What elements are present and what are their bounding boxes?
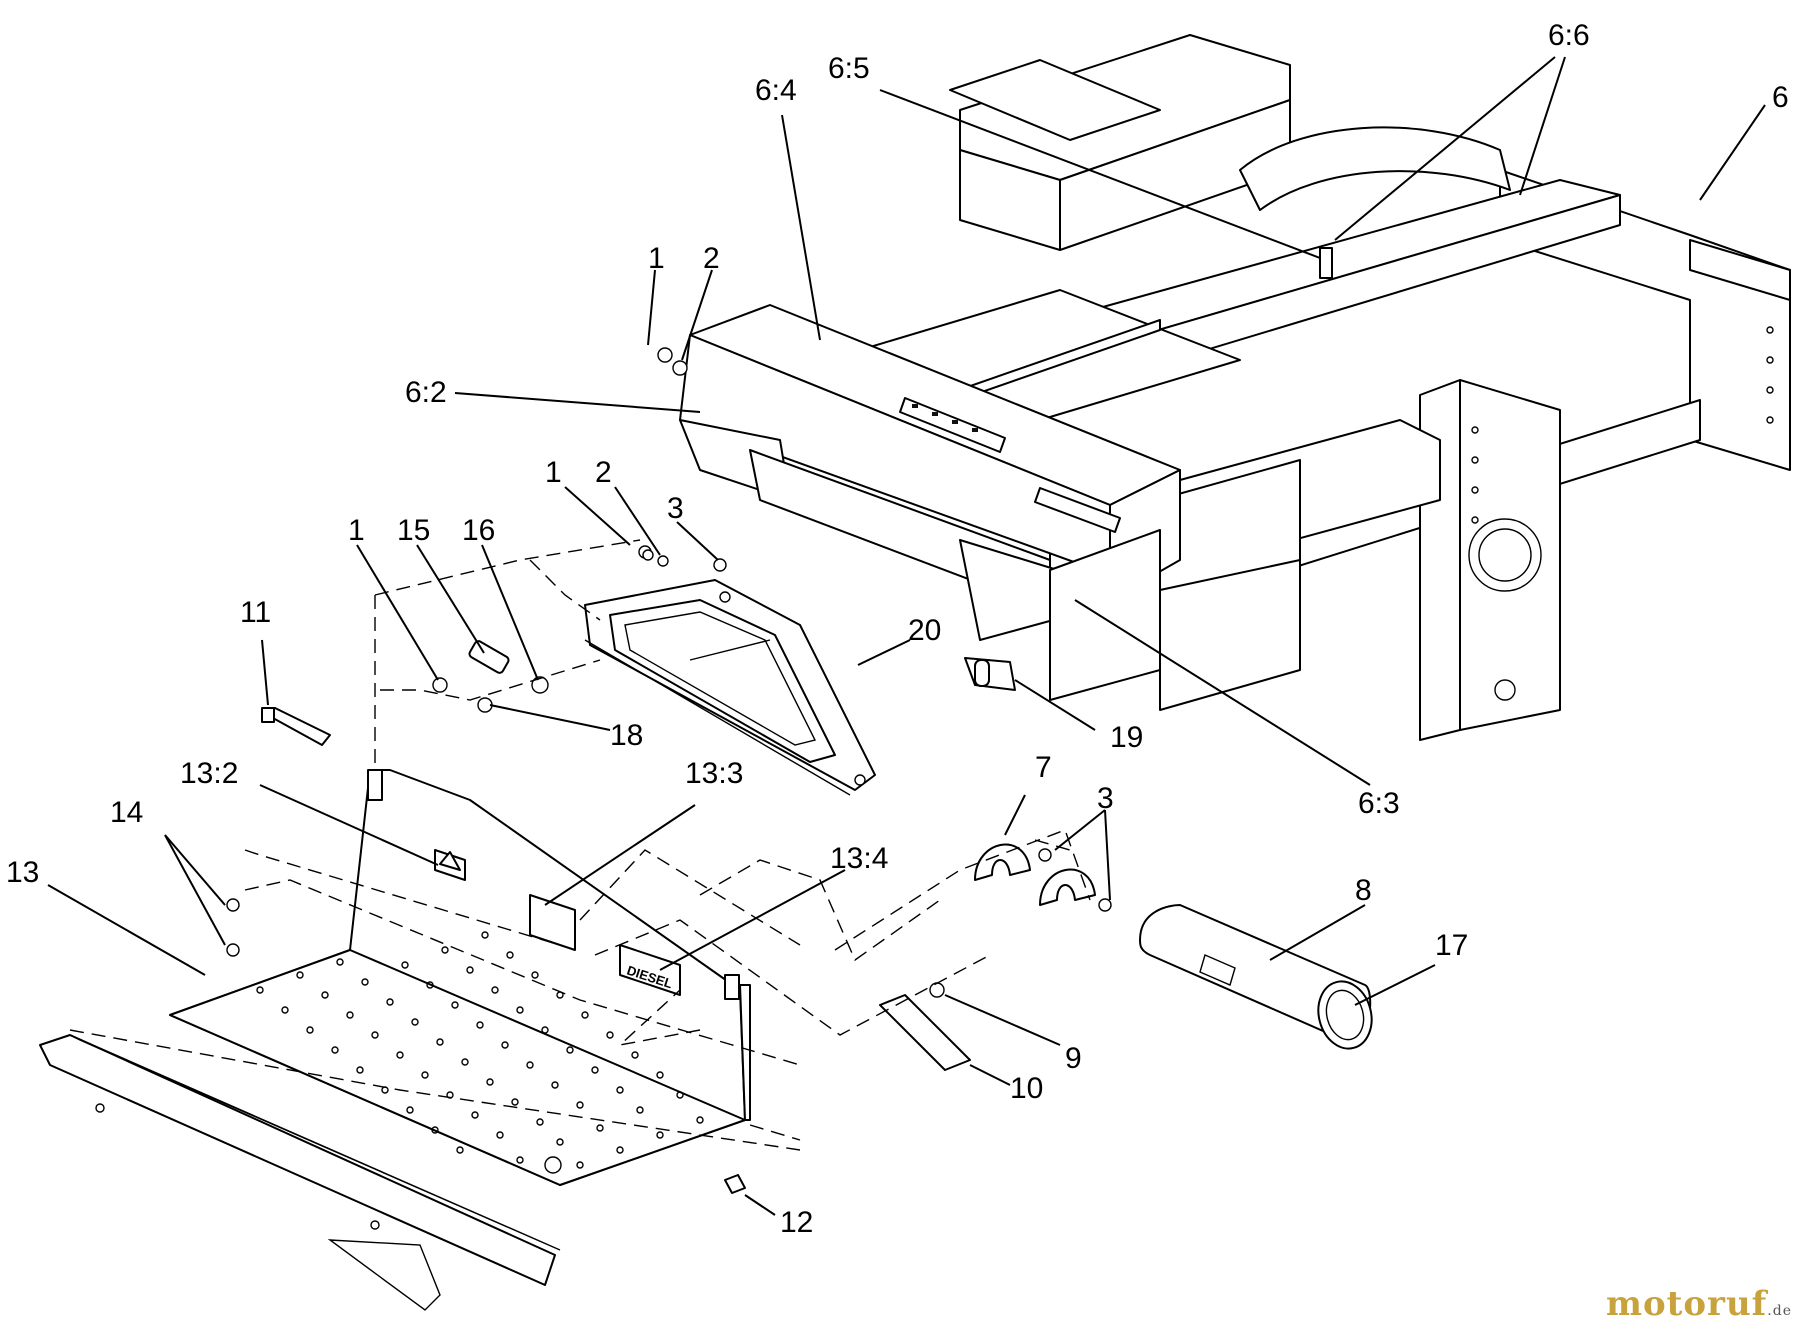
callout-17: 17 — [1435, 929, 1468, 962]
lower-rail — [39, 1034, 561, 1311]
callout-7: 7 — [1035, 751, 1052, 784]
callout-labels: 6:6 6:5 6:4 6 1 2 6:2 1 2 3 1 15 16 11 2… — [6, 19, 1789, 1239]
callout-2a: 2 — [703, 242, 720, 275]
callout-6-6: 6:6 — [1548, 19, 1590, 52]
callout-18: 18 — [610, 719, 643, 752]
callout-3b: 3 — [1097, 782, 1114, 815]
callout-13: 13 — [6, 856, 39, 889]
callout-16: 16 — [462, 514, 495, 547]
callout-9: 9 — [1065, 1042, 1082, 1075]
callout-3a: 3 — [667, 492, 684, 525]
deck-plate: DIESEL — [169, 769, 751, 1186]
hinge-parts — [432, 347, 727, 713]
deck-decals: DIESEL — [434, 849, 681, 996]
bolt-11 — [261, 707, 331, 746]
clamps — [974, 843, 1112, 912]
watermark-suffix: .de — [1767, 1303, 1792, 1319]
callout-6-2: 6:2 — [405, 376, 447, 409]
callout-1b: 1 — [545, 456, 562, 489]
access-panel — [584, 579, 876, 796]
callout-1c: 1 — [348, 514, 365, 547]
callout-13-3: 13:3 — [685, 757, 743, 790]
plate-10 — [879, 982, 971, 1071]
callout-2b: 2 — [595, 456, 612, 489]
callout-11: 11 — [240, 596, 271, 629]
callout-6-3: 6:3 — [1358, 787, 1400, 820]
callout-10: 10 — [1010, 1072, 1043, 1105]
callout-14: 14 — [110, 796, 143, 829]
callout-20: 20 — [908, 614, 941, 647]
callout-13-2: 13:2 — [180, 757, 238, 790]
leader-lines — [47, 56, 1766, 1216]
callout-15: 15 — [397, 514, 430, 547]
watermark-logo: motoruf.de — [1606, 1284, 1792, 1324]
deck-perforations — [256, 931, 704, 1169]
callout-6: 6 — [1772, 81, 1789, 114]
screws — [226, 898, 746, 1194]
callout-6-4: 6:4 — [755, 74, 797, 107]
callout-19: 19 — [1110, 721, 1143, 754]
console-decal — [899, 397, 1121, 533]
watermark-name: motoruf — [1606, 1284, 1768, 1324]
main-frame — [679, 34, 1791, 741]
callout-13-4: 13:4 — [830, 842, 888, 875]
callout-1a: 1 — [648, 242, 665, 275]
callout-8: 8 — [1355, 874, 1372, 907]
callout-12: 12 — [780, 1206, 813, 1239]
callout-6-5: 6:5 — [828, 52, 870, 85]
assembly-lines — [69, 539, 1091, 1151]
muffler — [1139, 904, 1373, 1050]
